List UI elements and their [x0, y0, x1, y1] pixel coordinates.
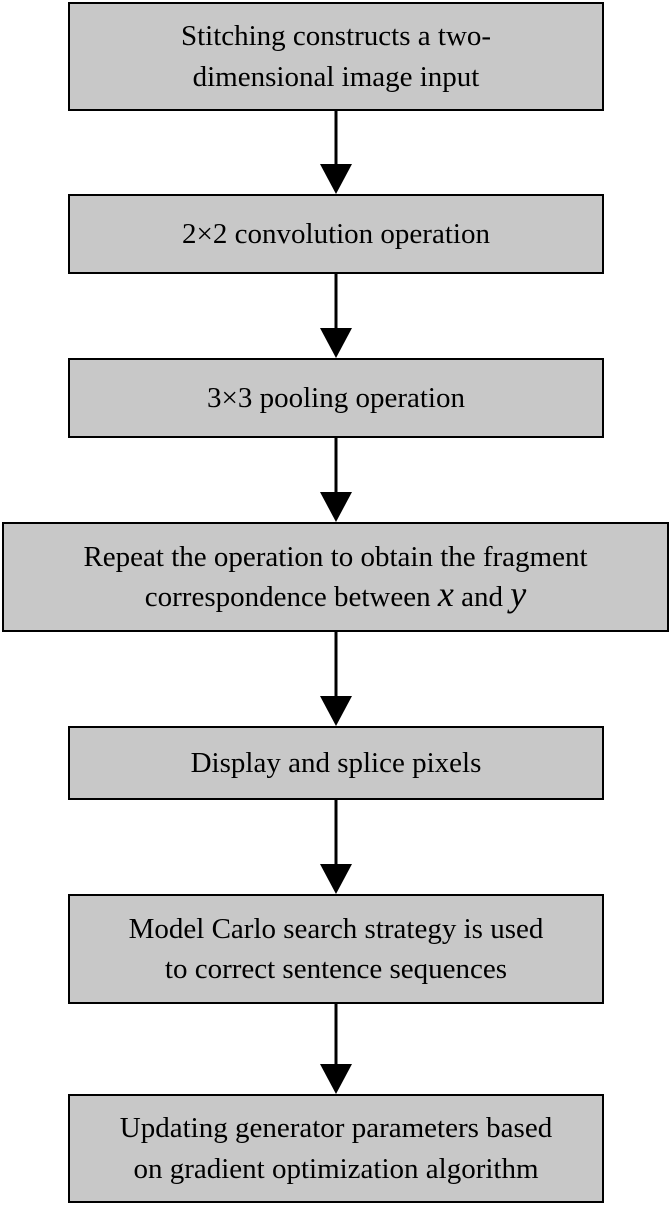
- step-1-line-2: dimensional image input: [192, 60, 480, 93]
- arrow-5-to-6: [320, 800, 352, 894]
- arrow-4-to-5: [320, 632, 352, 726]
- step-2-line-1: 2×2 convolution operation: [182, 217, 490, 250]
- step-4-line-2: correspondence between x and y: [83, 574, 587, 617]
- arrow-3-to-4: [320, 438, 352, 522]
- step-3-line-1: 3×3 pooling operation: [207, 381, 465, 414]
- step-updating-box: Updating generator parameters based on g…: [68, 1094, 604, 1203]
- step-7-line-2: on gradient optimization algorithm: [133, 1152, 539, 1185]
- arrow-2-to-3: [320, 274, 352, 358]
- step-convolution-box: 2×2 convolution operation: [68, 194, 604, 274]
- step-7-line-1: Updating generator parameters based: [119, 1112, 553, 1145]
- step-stitching-box: Stitching constructs a two- dimensional …: [68, 2, 604, 111]
- step-6-line-1: Model Carlo search strategy is used: [128, 912, 544, 945]
- step-4-line-2-prefix: correspondence between: [144, 581, 431, 613]
- step-repeat-box: Repeat the operation to obtain the fragm…: [2, 522, 669, 632]
- step-5-line-1: Display and splice pixels: [190, 746, 482, 779]
- step-pooling-box: 3×3 pooling operation: [68, 358, 604, 438]
- step-4-line-1: Repeat the operation to obtain the fragm…: [83, 540, 588, 573]
- step-1-line-1: Stitching constructs a two-: [180, 20, 492, 53]
- step-6-line-2: to correct sentence sequences: [164, 953, 508, 985]
- variable-x: x: [437, 574, 454, 614]
- arrow-1-to-2: [320, 111, 352, 194]
- step-monte-carlo-box: Model Carlo search strategy is used to c…: [68, 894, 604, 1004]
- step-display-box: Display and splice pixels: [68, 726, 604, 800]
- arrow-6-to-7: [320, 1004, 352, 1094]
- step-4-and-word: and: [461, 581, 503, 613]
- variable-y: y: [510, 574, 527, 614]
